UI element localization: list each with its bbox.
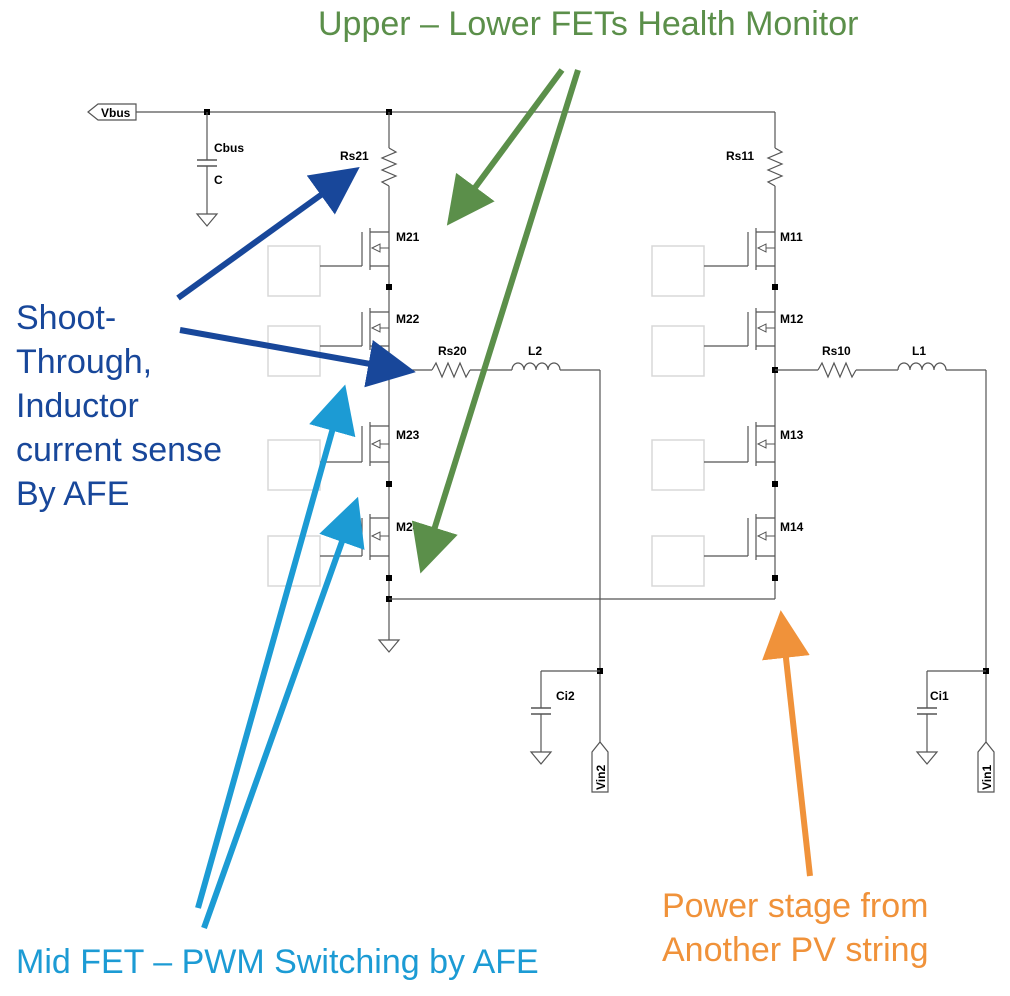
health-monitor-text: Upper – Lower FETs Health Monitor (318, 5, 859, 43)
junction-node (386, 575, 392, 581)
cbus-value-label: C (214, 173, 223, 187)
mid-fet-text: Mid FET – PWM Switching by AFE (16, 943, 539, 981)
junction-node (772, 575, 778, 581)
l2-label: L2 (528, 344, 542, 358)
mosfet-m23: M23 (267, 422, 420, 491)
navy-arrow-midpoint (179, 327, 416, 388)
junction-node (772, 284, 778, 290)
green-arrow-lower (411, 69, 581, 574)
m24-label: M24 (396, 520, 420, 534)
vin1-port: Vin1 (977, 741, 995, 793)
ground-icon (377, 639, 401, 653)
bus-capacitor: Cbus C (195, 112, 244, 227)
vin1-port-label: Vin1 (980, 765, 994, 790)
ground-icon (195, 213, 219, 227)
vbus-port: Vbus (87, 103, 137, 121)
ground-icon (915, 751, 939, 765)
m21-label: M21 (396, 230, 420, 244)
resistor-rs21 (380, 147, 398, 187)
navy-arrow-rs21 (176, 166, 360, 301)
l1-label: L1 (912, 344, 926, 358)
m11-label: M11 (780, 230, 803, 244)
junction-node (386, 284, 392, 290)
resistor-rs20 (431, 361, 471, 379)
rs11-label: Rs11 (726, 149, 754, 163)
shoot-through-annotation: Shoot- Through, Inductor current sense B… (16, 296, 222, 516)
resistor-rs10 (817, 361, 857, 379)
green-arrow-upper (446, 68, 565, 226)
rs20-label: Rs20 (438, 344, 467, 358)
m13-label: M13 (780, 428, 804, 442)
mosfet-m14: M14 (651, 514, 804, 587)
mosfet-m11: M11 (651, 228, 803, 297)
power-stage-annotation: Power stage from Another PV string (662, 884, 928, 972)
vin2-port-label: Vin2 (594, 765, 608, 790)
shoot-through-line: By AFE (16, 475, 130, 513)
junction-node (386, 481, 392, 487)
rs10-label: Rs10 (822, 344, 851, 358)
mid-fet-annotation: Mid FET – PWM Switching by AFE (16, 940, 539, 984)
power-stage-line: Power stage from (662, 887, 929, 925)
vbus-port-label: Vbus (101, 106, 131, 120)
mosfet-m21: M21 (267, 228, 420, 297)
m12-label: M12 (780, 312, 804, 326)
inductor-l1 (897, 362, 947, 371)
resistor-rs11 (766, 147, 784, 187)
m22-label: M22 (396, 312, 420, 326)
cyan-arrow-m24 (201, 496, 365, 930)
power-stage-line: Another PV string (662, 931, 929, 969)
mosfet-m13: M13 (651, 422, 804, 491)
ci2-label: Ci2 (556, 689, 575, 703)
m14-label: M14 (780, 520, 804, 534)
ci1-label: Ci1 (930, 689, 949, 703)
m23-label: M23 (396, 428, 420, 442)
shoot-through-line: Through, (16, 343, 153, 381)
mosfet-m12: M12 (651, 308, 804, 377)
cbus-label: Cbus (214, 141, 244, 155)
ground-icon (529, 751, 553, 765)
vin2-port: Vin2 (591, 741, 609, 793)
orange-arrow-power (762, 610, 813, 877)
rs21-label: Rs21 (340, 149, 369, 163)
inductor-l2 (511, 362, 561, 371)
shoot-through-line: current sense (16, 431, 222, 469)
string1-power-stage: Rs11 M11 M12 (651, 112, 995, 793)
cyan-arrow-m23 (195, 384, 356, 909)
shoot-through-line: Inductor (16, 387, 139, 425)
annotation-arrows (176, 68, 813, 930)
shoot-through-line: Shoot- (16, 299, 117, 337)
junction-node (772, 481, 778, 487)
health-monitor-annotation: Upper – Lower FETs Health Monitor (318, 2, 858, 46)
